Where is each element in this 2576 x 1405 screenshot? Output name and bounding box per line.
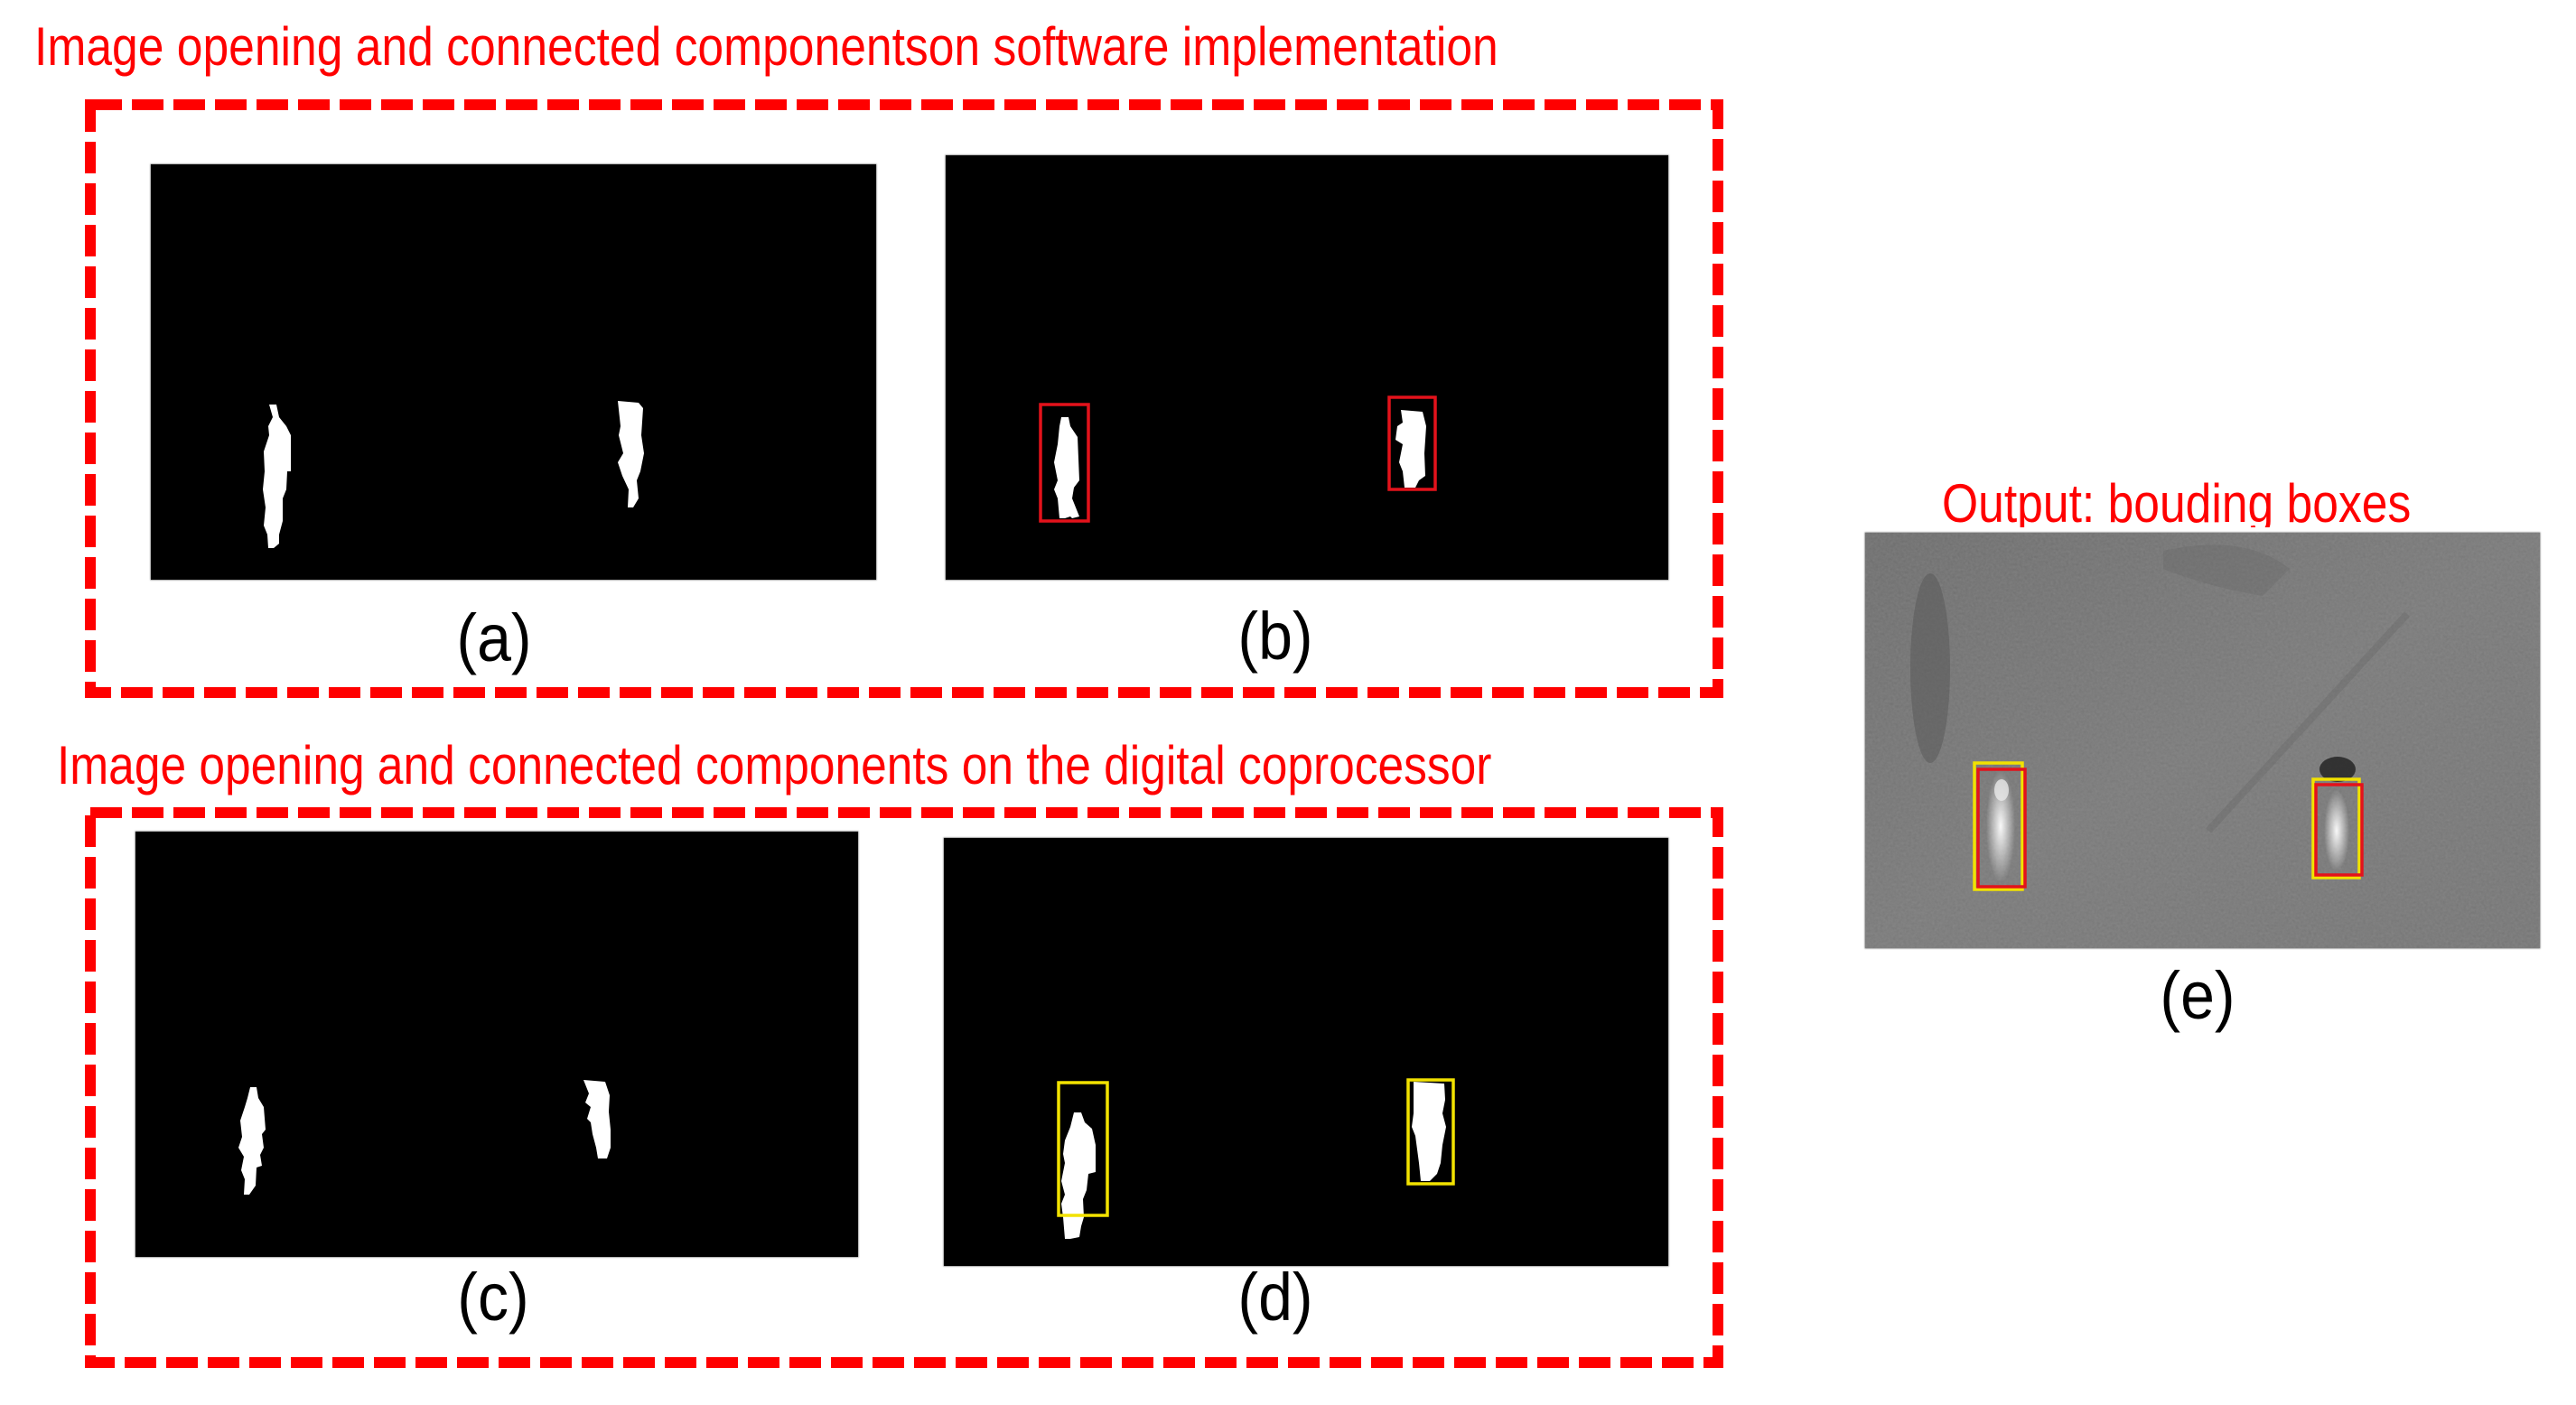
foreground-blob bbox=[238, 1087, 266, 1195]
panel-label-b: (b) bbox=[1237, 599, 1313, 674]
foreground-blob bbox=[1412, 1082, 1446, 1181]
panel-d-binary-image-with-bounding-boxes bbox=[944, 838, 1668, 1266]
panel-b-binary-image-with-bounding-boxes bbox=[946, 155, 1668, 580]
foreground-blob bbox=[618, 401, 644, 507]
foreground-blob bbox=[1395, 410, 1426, 488]
panel-a-binary-image bbox=[151, 164, 876, 580]
section-title-coprocessor: Image opening and connected components o… bbox=[57, 735, 1492, 796]
foreground-blob bbox=[1054, 417, 1079, 518]
section-title-software: Image opening and connected componentson… bbox=[34, 16, 1498, 77]
bounding-box-red bbox=[2314, 783, 2364, 877]
foreground-blob bbox=[263, 405, 291, 548]
bounding-box-red bbox=[1387, 395, 1437, 491]
panel-label-e: (e) bbox=[2160, 958, 2235, 1033]
bounding-box-red bbox=[1976, 768, 2027, 889]
panel-label-d: (d) bbox=[1237, 1260, 1313, 1335]
panel-c-binary-image bbox=[135, 832, 858, 1257]
bounding-box-yellow bbox=[1973, 761, 2024, 891]
dashed-group-box-coprocessor bbox=[85, 807, 1723, 1368]
bounding-box-red bbox=[1039, 403, 1090, 523]
output-title: Output: bouding boxes bbox=[1942, 477, 2412, 527]
bounding-box-yellow bbox=[1057, 1081, 1109, 1217]
foreground-blob bbox=[1061, 1112, 1096, 1239]
dashed-group-box-software bbox=[85, 99, 1723, 698]
panel-e-thermal-image-with-bounding-boxes bbox=[1865, 533, 2540, 948]
bounding-box-yellow bbox=[2311, 777, 2361, 879]
panel-label-c: (c) bbox=[457, 1260, 529, 1335]
bounding-box-yellow bbox=[1406, 1078, 1455, 1186]
foreground-blob bbox=[583, 1080, 611, 1158]
panel-label-a: (a) bbox=[456, 600, 532, 675]
